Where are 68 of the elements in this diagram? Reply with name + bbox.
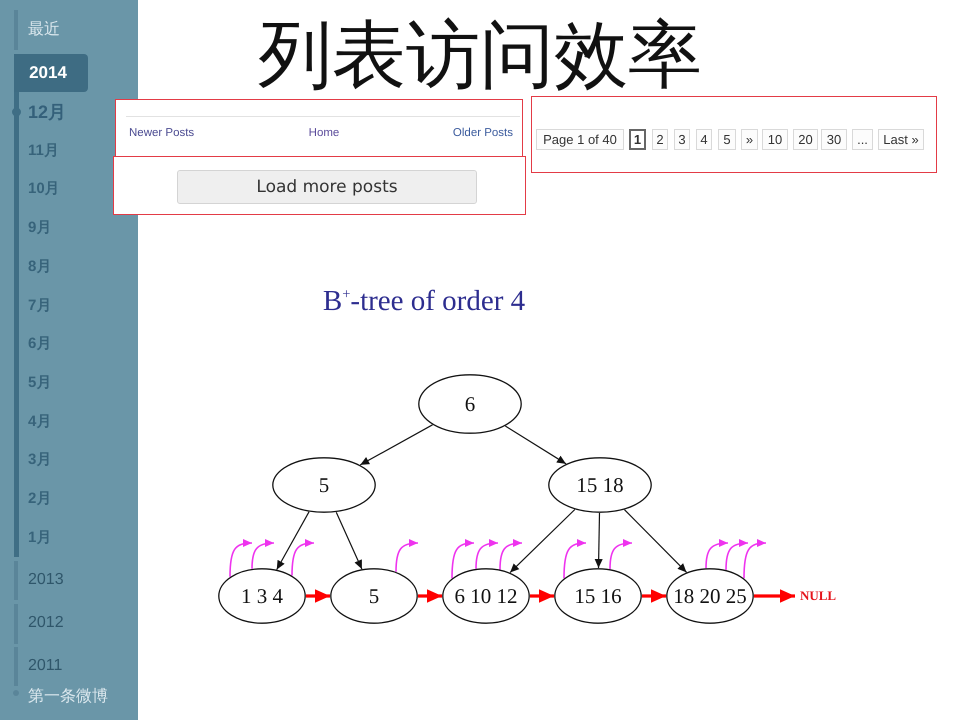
tree-node <box>330 568 418 624</box>
node-keys: 1 3 4 <box>241 586 283 606</box>
timeline-label: 第一条微博 <box>28 686 108 707</box>
page-info: Page 1 of 40 <box>536 129 624 150</box>
year-tab: 2014 <box>14 54 88 92</box>
pagination-link: 30 <box>821 129 847 150</box>
tree-node <box>666 568 754 624</box>
pointer-arrow <box>251 539 274 569</box>
node-keys: 15 16 <box>574 586 622 606</box>
link-arrow <box>754 589 795 603</box>
pointer-arrow <box>475 539 498 569</box>
link-arrow <box>530 589 554 603</box>
pagination-link: 2 <box>652 129 668 150</box>
pointer-arrow <box>705 539 728 568</box>
pointer-arrow <box>499 539 522 570</box>
pagination-link: 4 <box>696 129 712 150</box>
tree-node <box>218 568 306 624</box>
pagination-link: » <box>741 129 758 150</box>
timeline-label: 2013 <box>28 570 64 590</box>
timeline-label: 最近 <box>28 20 60 40</box>
link-arrow <box>642 589 666 603</box>
pagination-link: 20 <box>793 129 818 150</box>
node-keys: 6 10 12 <box>454 586 518 606</box>
nav-link: Older Posts <box>452 126 513 141</box>
pointer-arrow <box>395 539 418 572</box>
pagination-link: Last » <box>878 129 924 150</box>
nav-link: Home <box>308 126 340 141</box>
load-more-panel <box>113 156 526 215</box>
arrow <box>505 426 566 464</box>
pointer-arrow <box>229 539 252 577</box>
link-arrow <box>418 589 442 603</box>
tree-node <box>272 457 376 513</box>
tree-caption: B$^{+}$-tree of order 4 <box>322 286 526 318</box>
arrow <box>336 512 362 570</box>
node-keys: 5 <box>368 586 380 606</box>
tree-node <box>548 457 652 513</box>
nav-link: Newer Posts <box>129 126 194 141</box>
pointer-arrow <box>725 539 748 570</box>
arrow <box>624 509 687 573</box>
link-arrow <box>306 589 330 603</box>
tree-node <box>418 374 522 434</box>
pointer-arrow <box>563 539 586 578</box>
node-keys: 18 20 25 <box>673 586 747 606</box>
arrow <box>276 512 310 570</box>
pagination-link: 10 <box>762 129 788 150</box>
current-page-link: 1 <box>629 129 646 150</box>
pointer-arrow <box>451 539 474 578</box>
arrow <box>510 509 576 573</box>
node-keys: 6 <box>464 394 476 414</box>
arrow <box>594 512 603 568</box>
pagination-link: 3 <box>674 129 690 150</box>
null-marker: NULL <box>795 588 841 604</box>
pagination-link: ... <box>852 129 873 150</box>
tree-node <box>554 568 642 624</box>
pointer-arrow <box>743 539 766 578</box>
pagination-panel <box>531 96 937 173</box>
pager-panel <box>115 99 523 157</box>
timeline-label: 2011 <box>28 656 62 676</box>
node-keys: 5 <box>318 474 330 496</box>
pointer-arrow <box>609 539 632 570</box>
timeline-label: 2012 <box>28 613 64 633</box>
slide-title: 列表访问效率 <box>258 12 702 98</box>
pagination-link: 5 <box>718 129 736 150</box>
pointer-arrow <box>291 539 314 576</box>
node-keys: 15 18 <box>576 474 624 496</box>
arrow <box>360 424 433 466</box>
load-more-button: Load more posts <box>177 170 477 204</box>
tree-node <box>442 568 530 624</box>
